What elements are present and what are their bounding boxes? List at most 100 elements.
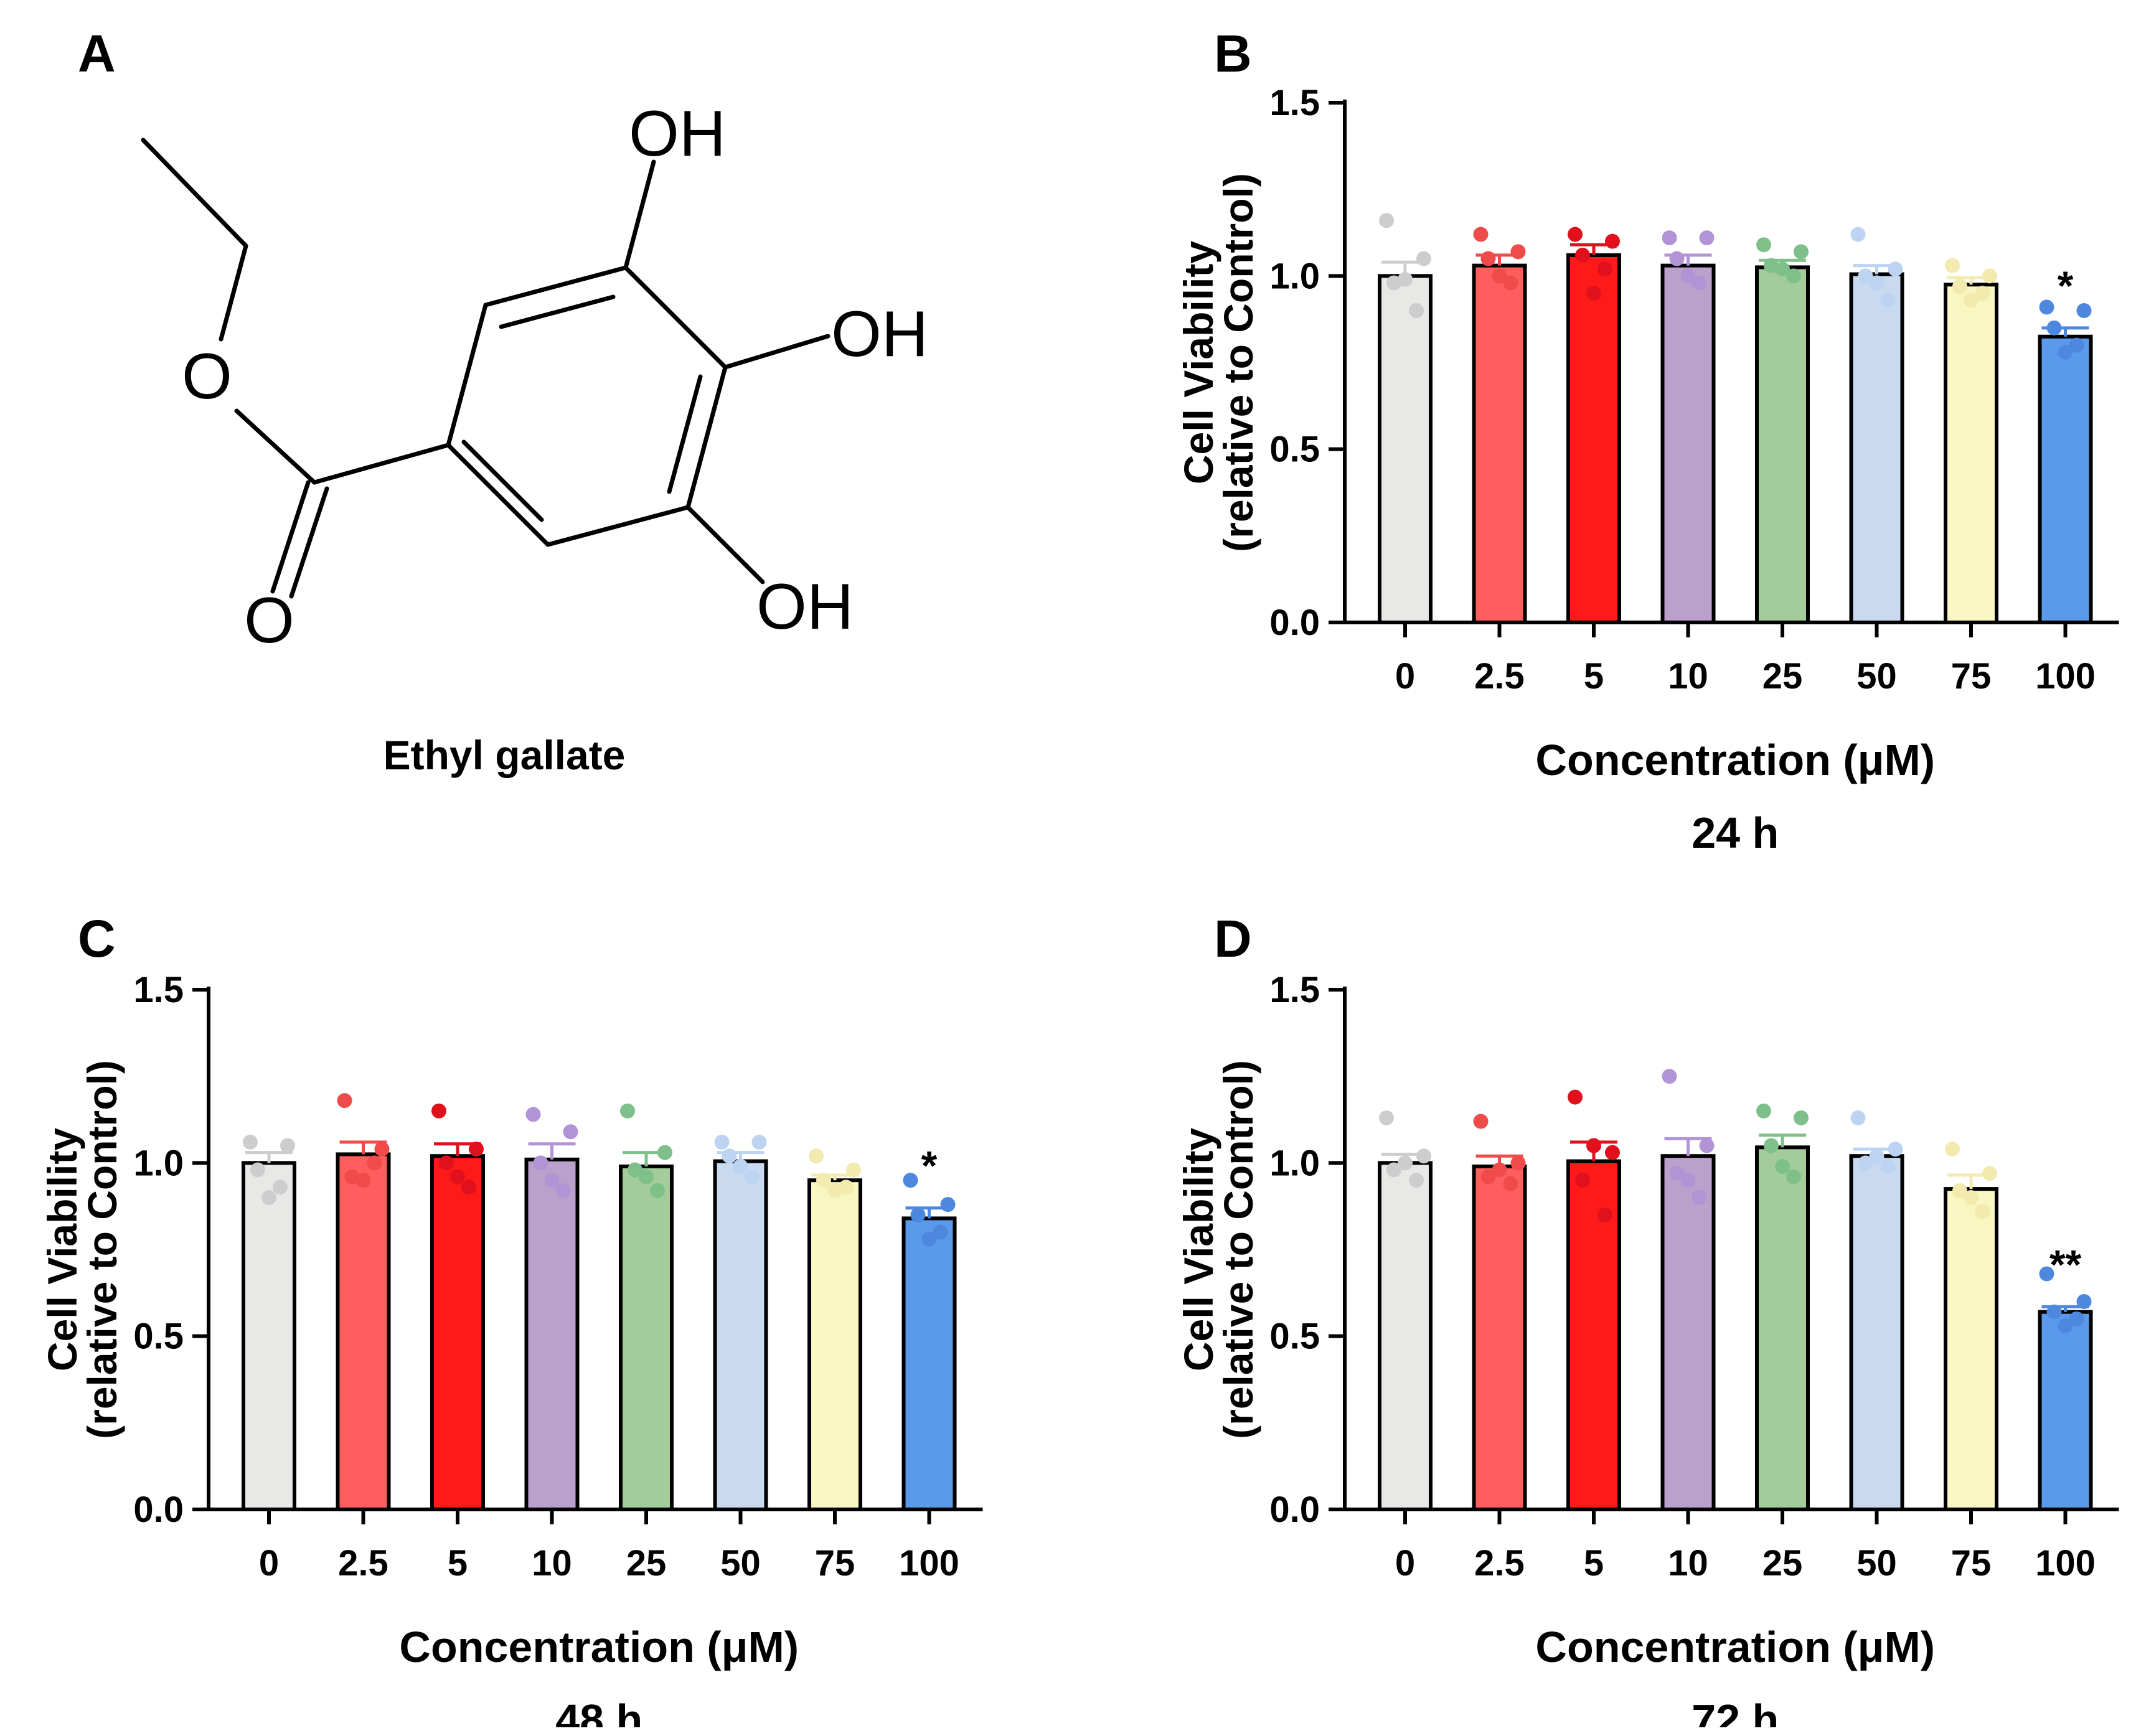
bar xyxy=(901,1216,957,1511)
x-tick-label: 10 xyxy=(1668,656,1708,697)
bar xyxy=(1849,1154,1904,1511)
data-point xyxy=(1416,1148,1431,1164)
data-point xyxy=(555,1183,571,1198)
data-point xyxy=(1416,251,1431,266)
bar xyxy=(619,1164,674,1511)
bar xyxy=(1566,253,1621,624)
data-point xyxy=(1794,1110,1809,1125)
data-point xyxy=(1379,1110,1394,1125)
data-point xyxy=(1692,275,1707,291)
x-tick-label: 10 xyxy=(532,1543,572,1584)
data-point xyxy=(1945,1142,1960,1157)
data-point xyxy=(1598,1207,1612,1222)
x-axis-label: Concentration (μM) xyxy=(1535,1623,1935,1671)
data-point xyxy=(1982,268,1997,284)
data-point xyxy=(940,1197,956,1213)
chart-title: 72 h xyxy=(1692,1696,1779,1727)
data-point xyxy=(273,1180,288,1195)
data-point xyxy=(744,1169,760,1185)
data-point xyxy=(1510,1155,1526,1171)
bar xyxy=(1755,1145,1810,1511)
data-point xyxy=(525,1107,541,1122)
data-point xyxy=(1503,1176,1518,1191)
y-tick-label: 0.0 xyxy=(133,1490,184,1530)
data-point xyxy=(714,1134,730,1150)
x-tick-label: 75 xyxy=(1951,1543,1992,1584)
data-point xyxy=(431,1103,446,1119)
y-axis-label-line2: (relative to Control) xyxy=(1215,1060,1261,1439)
y-tick-label: 1.0 xyxy=(1269,1143,1320,1183)
data-point xyxy=(1786,268,1801,284)
data-point xyxy=(1575,247,1590,263)
data-point xyxy=(1975,286,1990,301)
data-point xyxy=(1858,268,1873,284)
x-tick-label: 5 xyxy=(1584,656,1604,697)
x-tick-label: 5 xyxy=(448,1543,468,1584)
x-axis-label: Concentration (μM) xyxy=(399,1623,799,1671)
data-point xyxy=(809,1148,824,1164)
data-point xyxy=(1398,271,1413,287)
data-point xyxy=(1982,1166,1997,1181)
y-axis-label-line1: Cell Viability xyxy=(1175,241,1221,485)
data-point xyxy=(1662,1069,1677,1084)
data-point xyxy=(1850,227,1866,242)
y-tick-label: 1.0 xyxy=(1269,256,1320,296)
data-point xyxy=(827,1183,842,1198)
data-point xyxy=(344,1169,360,1185)
data-point xyxy=(846,1162,861,1178)
data-point xyxy=(1480,1169,1496,1185)
data-point xyxy=(1756,1103,1771,1119)
data-point xyxy=(1850,1110,1866,1125)
x-tick-label: 25 xyxy=(626,1543,667,1584)
data-point xyxy=(450,1169,465,1185)
x-tick-label: 100 xyxy=(2035,1543,2096,1584)
x-tick-label: 10 xyxy=(1668,1543,1708,1584)
y-axis-label-line2: (relative to Control) xyxy=(79,1060,125,1439)
data-point xyxy=(1794,244,1809,260)
data-point xyxy=(1880,293,1896,308)
y-axis-label-line2: (relative to Control) xyxy=(1215,173,1261,552)
x-tick-label: 75 xyxy=(1951,656,1992,697)
data-point xyxy=(628,1162,642,1178)
data-point xyxy=(1975,1204,1990,1219)
data-point xyxy=(337,1093,352,1109)
y-tick-label: 1.5 xyxy=(1269,970,1320,1010)
data-point xyxy=(2076,1294,2092,1309)
x-tick-label: 50 xyxy=(720,1543,761,1584)
data-point xyxy=(1598,261,1612,277)
data-point xyxy=(650,1183,665,1198)
data-point xyxy=(2039,299,2054,315)
data-point xyxy=(657,1145,672,1160)
y-tick-label: 0.5 xyxy=(1269,1316,1320,1357)
data-point xyxy=(250,1162,265,1178)
bar xyxy=(1472,1164,1527,1511)
data-point xyxy=(1586,1138,1601,1153)
carbonyl-oxygen-label: O xyxy=(244,584,294,657)
chart-title: 24 h xyxy=(1692,809,1779,857)
x-tick-label: 50 xyxy=(1856,656,1897,697)
x-tick-label: 100 xyxy=(2035,656,2096,697)
data-point xyxy=(461,1180,476,1195)
data-point xyxy=(1568,1089,1583,1105)
data-point xyxy=(544,1173,560,1188)
data-point xyxy=(1775,261,1790,277)
data-point xyxy=(1888,261,1903,277)
data-point xyxy=(2076,303,2092,318)
data-point xyxy=(1568,227,1583,242)
data-point xyxy=(2046,320,2062,335)
bar xyxy=(713,1159,768,1511)
y-tick-label: 0.5 xyxy=(133,1316,184,1357)
data-point xyxy=(2058,1318,2073,1333)
data-point xyxy=(2039,1266,2054,1282)
data-point xyxy=(533,1155,548,1171)
ester-oxygen-label: O xyxy=(182,340,232,413)
x-tick-label: 25 xyxy=(1762,1543,1803,1584)
data-point xyxy=(1510,244,1526,260)
x-tick-label: 0 xyxy=(259,1543,279,1584)
bar xyxy=(524,1157,580,1511)
panel-letter-c: C xyxy=(78,909,116,968)
x-tick-label: 50 xyxy=(1856,1543,1897,1584)
data-point xyxy=(2069,337,2084,353)
data-point xyxy=(816,1173,831,1188)
